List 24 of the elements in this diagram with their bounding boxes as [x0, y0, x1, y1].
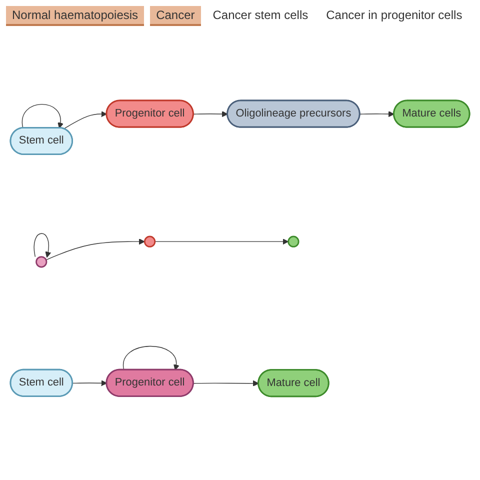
cell-cluster-node [144, 236, 156, 248]
arrow [64, 111, 108, 130]
cell-node: Mature cells [393, 100, 470, 128]
arrow [193, 111, 228, 118]
self-renewal-arrow [34, 234, 51, 258]
self-renewal-arrow [22, 104, 64, 129]
cell-node: Stem cell [10, 369, 73, 398]
cell-node: Oligolineage precursors [226, 100, 360, 128]
arrow [72, 380, 108, 387]
arrow [46, 239, 145, 261]
self-renewal-arrow [123, 346, 179, 371]
cell-node: Progenitor cell [106, 100, 194, 128]
cell-node: Progenitor cell [106, 369, 194, 398]
arrow [360, 111, 394, 118]
row-label: Cancer stem cells [212, 7, 310, 24]
cell-cluster-node [36, 256, 48, 268]
section-heading: Normal haematopoiesis [6, 6, 144, 26]
arrow [154, 239, 289, 245]
row-label: Cancer in progenitor cells [325, 7, 464, 24]
section-heading: Cancer [150, 6, 201, 26]
cell-node: Mature cell [258, 370, 330, 398]
cell-cluster-node [288, 236, 300, 248]
arrow [193, 380, 259, 387]
cell-node: Stem cell [10, 127, 73, 156]
